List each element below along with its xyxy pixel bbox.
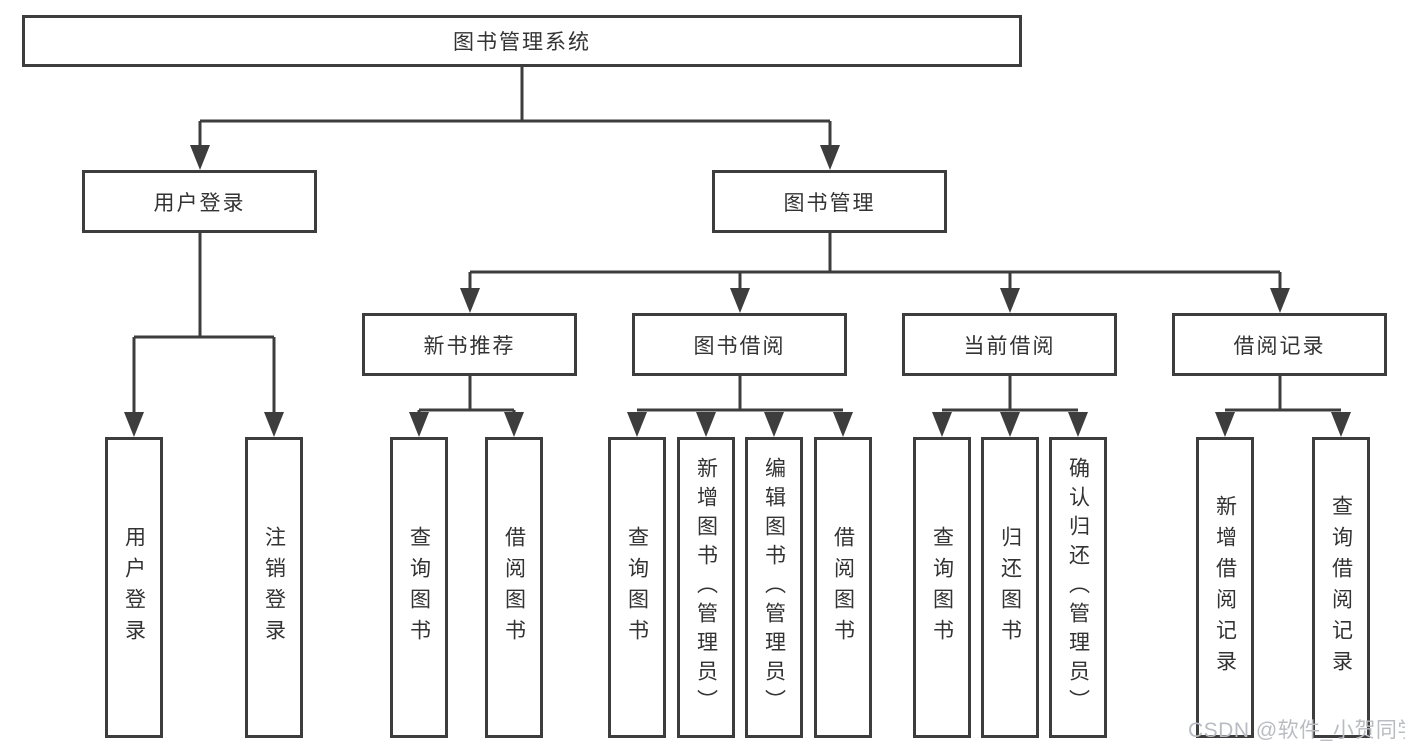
edge-current-borrowing-children <box>932 376 1088 437</box>
edge-book-management-children <box>460 233 1290 313</box>
node-current-borrowing: 当前借阅 <box>902 313 1117 376</box>
arrow-down-icon <box>932 412 952 437</box>
arrow-down-icon <box>627 412 647 437</box>
arrow-down-icon <box>1215 412 1235 437</box>
leaf-label: 归还图书 <box>998 525 1022 650</box>
node-new-book-recommendation: 新书推荐 <box>362 313 577 376</box>
leaf-label: 注销登录 <box>262 525 286 650</box>
arrow-down-icon <box>1000 288 1020 313</box>
leaf-label: 查询图书 <box>930 525 954 650</box>
node-user-login: 用户登录 <box>82 170 317 233</box>
edge-root-children <box>190 67 840 170</box>
edge-new-book-recommendation-children <box>409 376 524 437</box>
leaf-add-borrow-record: 新增借阅记录 <box>1196 437 1254 738</box>
arrow-down-icon <box>730 288 750 313</box>
arrow-down-icon <box>764 412 784 437</box>
leaf-query-books-current: 查询图书 <box>913 437 971 738</box>
leaf-label: 确认归还（管理员） <box>1066 457 1090 718</box>
arrow-down-icon <box>696 412 716 437</box>
edge-book-borrowing-children <box>627 376 853 437</box>
node-library-management-system: 图书管理系统 <box>22 15 1022 67</box>
arrow-down-icon <box>190 145 210 170</box>
node-book-management: 图书管理 <box>712 170 947 233</box>
leaf-borrow-books-recommend: 借阅图书 <box>485 437 543 738</box>
arrow-down-icon <box>820 145 840 170</box>
leaf-label: 查询图书 <box>625 525 649 650</box>
leaf-label: 新增借阅记录 <box>1213 494 1237 681</box>
leaf-add-book-admin: 新增图书（管理员） <box>677 437 735 738</box>
leaf-label: 借阅图书 <box>502 525 526 650</box>
leaf-label: 用户登录 <box>122 525 146 650</box>
edge-borrowing-records-children <box>1215 376 1351 437</box>
node-book-borrowing: 图书借阅 <box>632 313 847 376</box>
arrow-down-icon <box>1068 412 1088 437</box>
leaf-label: 编辑图书（管理员） <box>762 457 786 718</box>
arrow-down-icon <box>409 412 429 437</box>
leaf-label: 查询图书 <box>407 525 431 650</box>
arrow-down-icon <box>1270 288 1290 313</box>
edge-user-login-children <box>124 233 284 437</box>
leaf-label: 借阅图书 <box>831 525 855 650</box>
arrow-down-icon <box>1000 412 1020 437</box>
arrow-down-icon <box>504 412 524 437</box>
leaf-logout: 注销登录 <box>245 437 303 738</box>
leaf-edit-book-admin: 编辑图书（管理员） <box>745 437 803 738</box>
csdn-watermark: CSDN @软件_小贺同学 <box>1188 719 1405 742</box>
leaf-query-books-borrowing: 查询图书 <box>608 437 666 738</box>
arrow-down-icon <box>124 412 144 437</box>
arrow-down-icon <box>264 412 284 437</box>
leaf-query-borrow-record: 查询借阅记录 <box>1312 437 1370 738</box>
arrow-down-icon <box>460 288 480 313</box>
leaf-query-books-recommend: 查询图书 <box>390 437 448 738</box>
leaf-label: 查询借阅记录 <box>1329 494 1353 681</box>
leaf-confirm-return-admin: 确认归还（管理员） <box>1049 437 1107 738</box>
leaf-user-login: 用户登录 <box>105 437 163 738</box>
leaf-return-books: 归还图书 <box>981 437 1039 738</box>
leaf-label: 新增图书（管理员） <box>694 457 718 718</box>
arrow-down-icon <box>1331 412 1351 437</box>
node-borrowing-records: 借阅记录 <box>1172 313 1387 376</box>
leaf-borrow-books-borrowing: 借阅图书 <box>814 437 872 738</box>
arrow-down-icon <box>833 412 853 437</box>
